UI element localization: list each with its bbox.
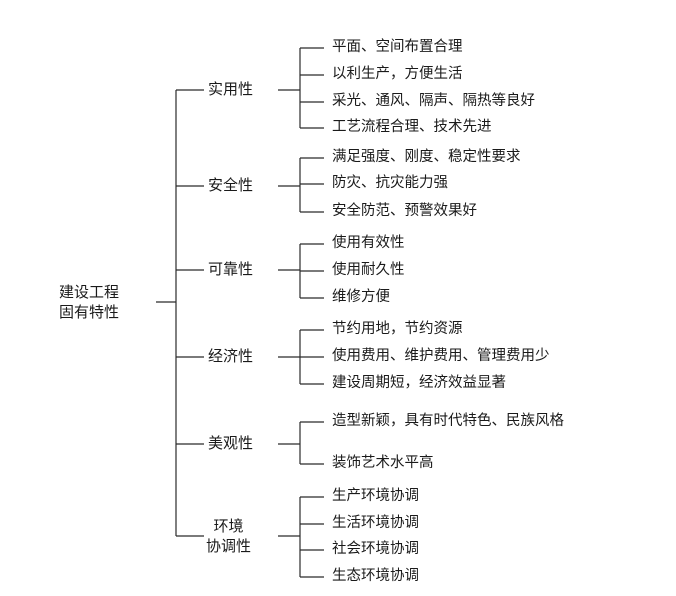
category-4-item-3: 建设周期短，经济效益显著	[332, 375, 506, 391]
category-1-item-4: 工艺流程合理、技术先进	[332, 119, 492, 135]
category-6-item-3: 社会环境协调	[332, 541, 419, 557]
category-1-item-1: 平面、空间布置合理	[332, 39, 463, 55]
category-6-item-1: 生产环境协调	[332, 488, 419, 504]
category-1-item-3: 采光、通风、隔声、隔热等良好	[332, 93, 535, 109]
category-4-label: 经济性	[208, 347, 254, 365]
category-3-item-3: 维修方便	[332, 289, 390, 305]
category-2-item-3: 安全防范、预警效果好	[332, 203, 477, 219]
category-6-item-4: 生态环境协调	[332, 568, 419, 584]
category-2-item-2: 防灾、抗灾能力强	[332, 175, 448, 191]
category-5-item-1: 造型新颖，具有时代特色、民族风格	[332, 413, 564, 429]
category-1-item-2: 以利生产，方便生活	[332, 66, 463, 82]
category-2-label: 安全性	[208, 176, 254, 194]
category-3-item-1: 使用有效性	[332, 235, 405, 251]
category-6-label-line1: 环境	[213, 517, 244, 535]
category-6-item-2: 生活环境协调	[332, 515, 419, 531]
root-node: 建设工程 固有特性	[59, 282, 119, 322]
category-3-label: 可靠性	[208, 260, 254, 278]
category-5-label: 美观性	[208, 434, 254, 452]
category-6-label-line2: 协调性	[206, 537, 252, 555]
category-2-item-1: 满足强度、刚度、稳定性要求	[332, 149, 521, 165]
category-4-item-2: 使用费用、维护费用、管理费用少	[332, 348, 550, 364]
category-4-item-1: 节约用地，节约资源	[332, 321, 463, 337]
category-6-label: 环境协调性	[206, 516, 251, 556]
category-5-item-2: 装饰艺术水平高	[332, 455, 434, 471]
root-label-line1: 建设工程	[59, 283, 120, 301]
root-label-line2: 固有特性	[59, 303, 120, 321]
category-1-label: 实用性	[208, 80, 254, 98]
category-3-item-2: 使用耐久性	[332, 262, 405, 278]
